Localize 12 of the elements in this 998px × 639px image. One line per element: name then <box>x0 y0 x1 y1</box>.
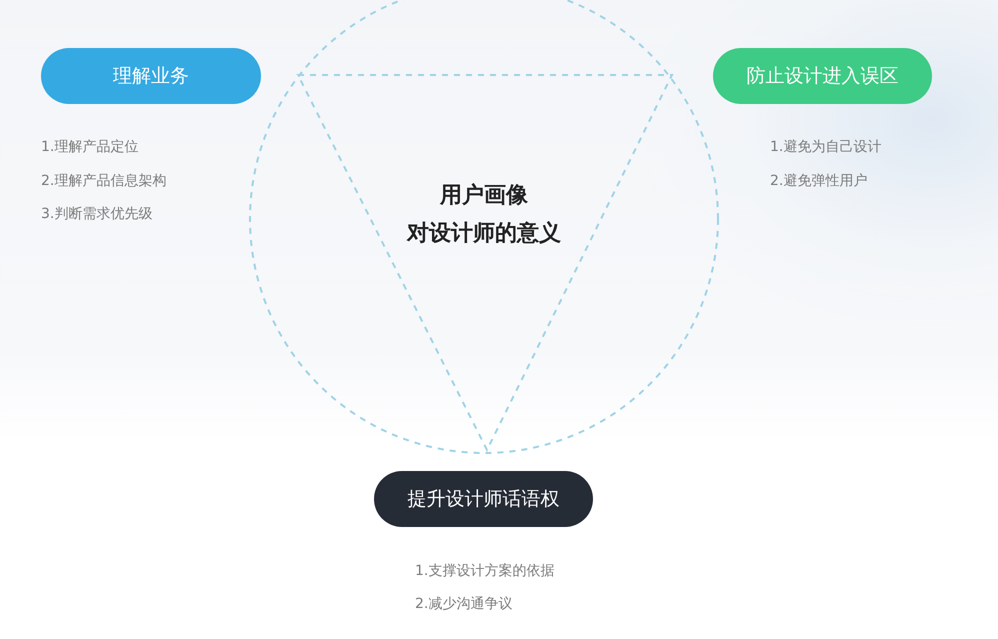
list-item: 1.支撑设计方案的依据 <box>415 562 554 580</box>
center-heading: 对设计师的意义 <box>406 220 562 248</box>
topic-pill: 防止设计进入误区 <box>713 48 932 104</box>
list-item: 1.理解产品定位 <box>41 138 138 156</box>
list-item: 1.避免为自己设计 <box>770 138 882 156</box>
list-item: 2.减少沟通争议 <box>415 595 512 613</box>
list-item: 3.判断需求优先级 <box>41 205 152 223</box>
list-item: 2.避免弹性用户 <box>770 172 868 190</box>
topic-pill: 提升设计师话语权 <box>374 471 593 527</box>
topic-pill: 理解业务 <box>41 48 261 104</box>
list-item: 2.理解产品信息架构 <box>41 172 166 190</box>
center-heading: 用户画像 <box>438 182 529 210</box>
